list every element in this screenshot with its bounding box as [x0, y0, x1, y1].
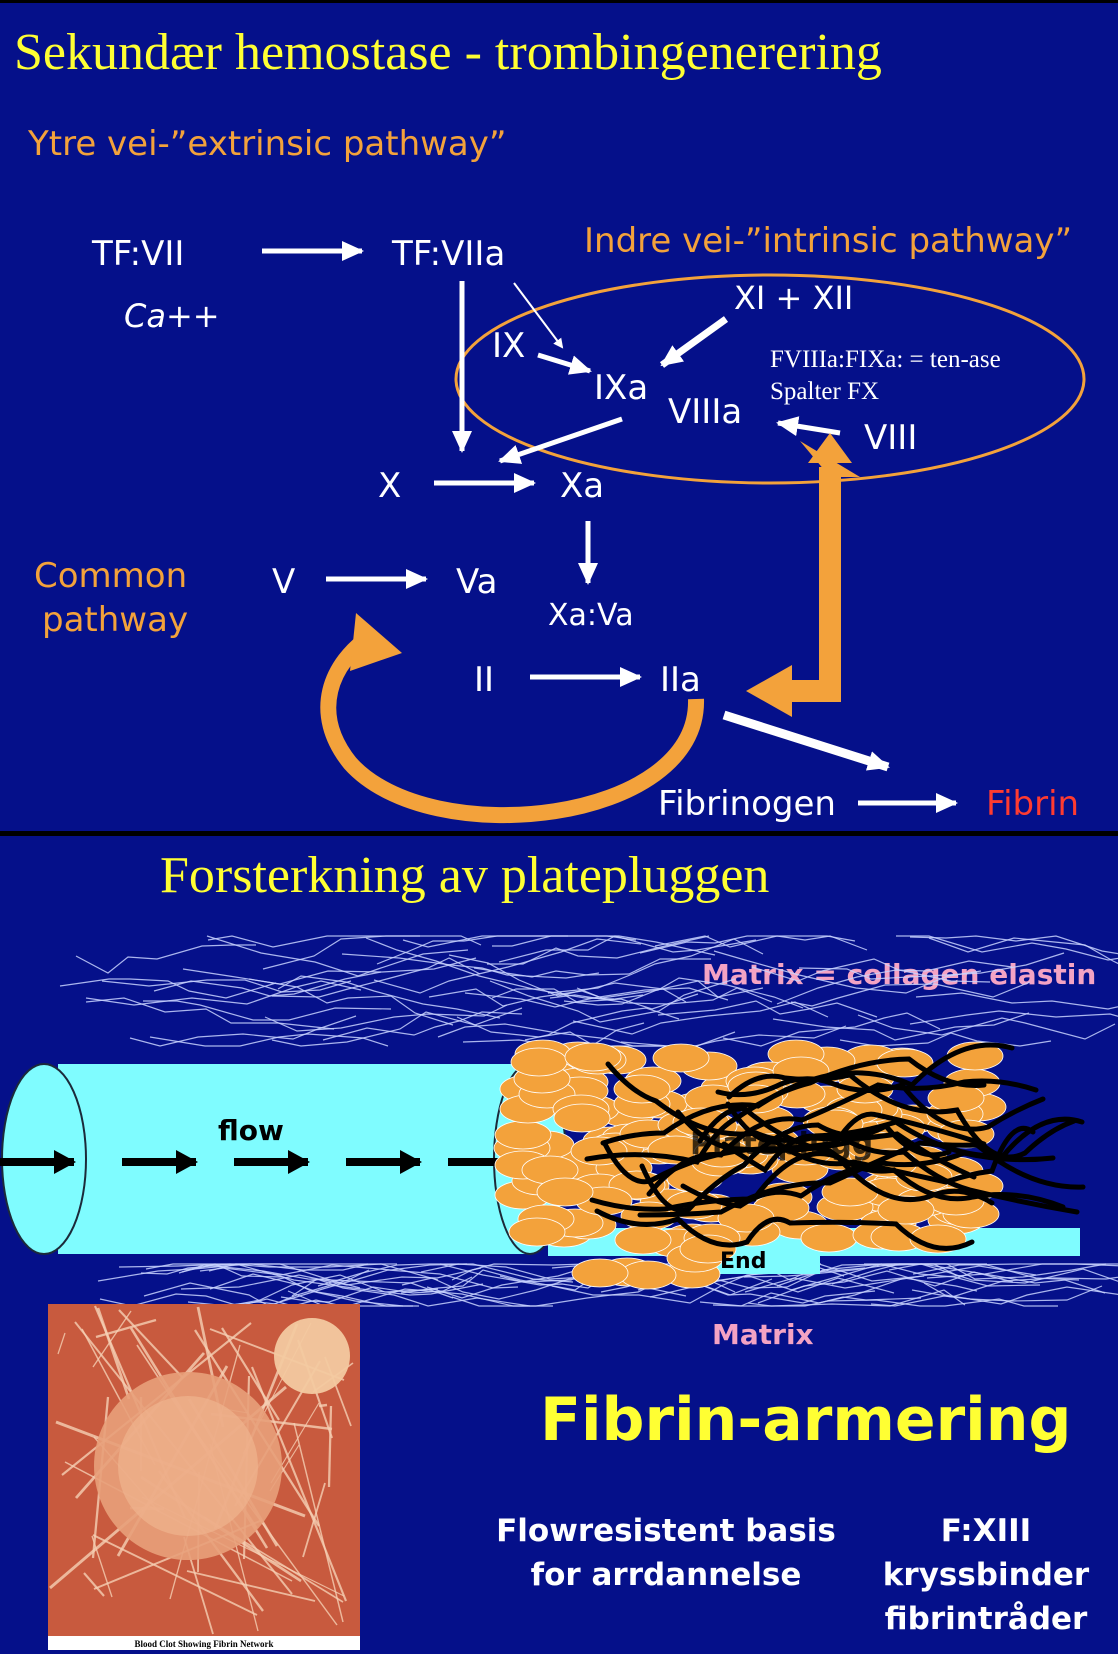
node-iia: IIa: [660, 660, 701, 700]
node-fibrinogen: Fibrinogen: [658, 784, 836, 824]
matrix-bottom-label: Matrix: [712, 1318, 814, 1351]
node-x: X: [378, 466, 401, 506]
tenase-text-1: FVIIIa:FIXa: = ten-ase: [770, 346, 1001, 373]
node-va: Va: [456, 562, 497, 602]
arrow-iia-to-fibrin: [722, 710, 890, 772]
left-text-line2: for arrdannelse: [531, 1557, 802, 1593]
feedback-arc-to-v: [320, 628, 705, 824]
photo-caption: Blood Clot Showing Fibrin Network: [134, 1639, 273, 1649]
left-text-line1: Flowresistent basis: [496, 1513, 836, 1549]
matrix-fibers-top: [59, 935, 1118, 1047]
tenase-text-2: Spalter FX: [770, 378, 879, 405]
node-xa: Xa: [560, 466, 604, 506]
node-ix: IX: [492, 326, 525, 366]
arrow-tfviia-to-ixa: [513, 282, 564, 349]
right-text-line1: F:XIII: [941, 1513, 1031, 1549]
feedback-arrow-to-viii: [780, 467, 841, 702]
coagulation-diagram: Sekundær hemostase - trombingenerering Y…: [14, 24, 1086, 824]
platelet-plug-slide: Forsterkning av platepluggen Matrix = co…: [0, 836, 1118, 1654]
node-ii: II: [474, 660, 494, 700]
platelet-plug-illustration: Forsterkning av platepluggen Matrix = co…: [0, 847, 1118, 1650]
intrinsic-pathway-ellipse: [454, 273, 1086, 485]
feedback-arrowhead-viii: [808, 433, 852, 463]
node-xa-va: Xa:Va: [548, 598, 634, 633]
extrinsic-pathway-label: Ytre vei-”extrinsic pathway”: [27, 124, 507, 164]
matrix-top-label: Matrix = collagen elastin: [702, 958, 1096, 991]
node-v: V: [272, 562, 295, 602]
node-xi-xii: XI + XII: [734, 279, 853, 317]
node-viii: VIII: [864, 418, 917, 458]
feedback-arc-arrowhead: [350, 613, 402, 671]
node-viiia: VIIIa: [668, 392, 742, 432]
node-calcium: Ca++: [124, 297, 220, 335]
coagulation-slide: Sekundær hemostase - trombingenerering Y…: [0, 0, 1118, 831]
endothelium-label: End: [720, 1249, 766, 1274]
plateplugg-label: Plateplugg: [690, 1127, 873, 1162]
intrinsic-pathway-label: Indre vei-”intrinsic pathway”: [584, 221, 1072, 261]
fibrin-armering-heading: Fibrin-armering: [540, 1385, 1071, 1455]
node-tf-vii: TF:VII: [91, 234, 184, 274]
node-ixa: IXa: [594, 368, 648, 408]
right-text-line3: fibrintråder: [885, 1601, 1088, 1637]
arrow-xixii-to-ixa: [659, 316, 729, 368]
fibrin-strands: [584, 1042, 1086, 1251]
node-tf-viia: TF:VIIa: [391, 234, 505, 274]
common-pathway-label-2: pathway: [42, 600, 188, 640]
arrow-viii-to-viiia: [776, 416, 841, 437]
slide1-title: Sekundær hemostase - trombingenerering: [14, 24, 882, 81]
fibrin-micrograph: Blood Clot Showing Fibrin Network: [48, 1304, 360, 1650]
slide2-title: Forsterkning av platepluggen: [160, 847, 769, 904]
arrow-tenase-to-x: [498, 416, 623, 464]
arrow-ix-to-ixa: [537, 352, 592, 375]
flow-label: flow: [218, 1114, 284, 1147]
node-fibrin: Fibrin: [986, 784, 1079, 824]
right-text-line2: kryssbinder: [883, 1557, 1090, 1593]
common-pathway-label-1: Common: [34, 556, 187, 596]
feedback-arrowhead-iia: [746, 665, 792, 717]
